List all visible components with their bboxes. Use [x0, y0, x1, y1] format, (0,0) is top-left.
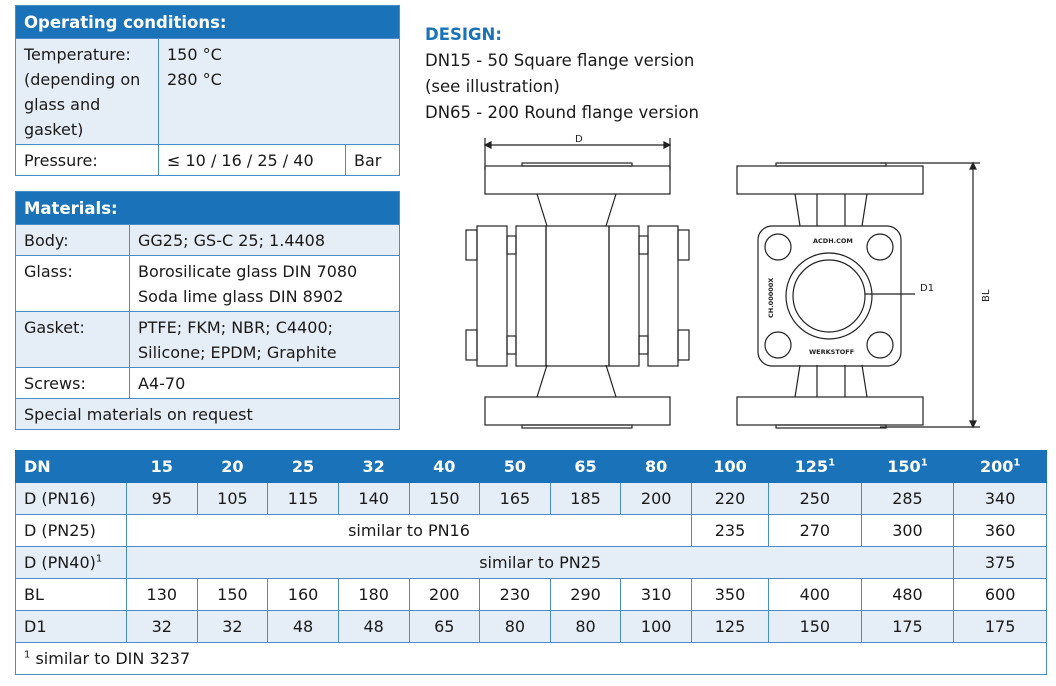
material-value: GG25; GS-C 25; 1.4408 — [129, 224, 400, 256]
table-cell: 180 — [337, 578, 410, 611]
materials-table: Materials: Body:GG25; GS-C 25; 1.4408 Gl… — [15, 191, 400, 430]
dn-column-header: 32 — [337, 450, 410, 483]
marking-url: ACDH.COM — [813, 237, 853, 245]
design-line: (see illustration) — [425, 77, 560, 96]
material-value: Soda lime glass DIN 8902 — [138, 287, 344, 306]
special-materials-note: Special materials on request — [15, 398, 400, 430]
table-cell: 32 — [196, 610, 269, 643]
table-cell: 480 — [860, 578, 955, 611]
dn-column-header: 50 — [479, 450, 551, 483]
table-cell: 290 — [549, 578, 622, 611]
dn-column-header: 100 — [690, 450, 770, 483]
table-cell: 140 — [337, 482, 410, 515]
table-cell: 160 — [267, 578, 339, 611]
material-value: PTFE; FKM; NBR; C4400; — [138, 318, 334, 337]
table-cell: 600 — [953, 578, 1047, 611]
dn-column-header: 25 — [267, 450, 339, 483]
row-label: D (PN40)1 — [15, 546, 127, 579]
table-cell: 270 — [768, 514, 862, 547]
dn-column-header: 2001 — [953, 450, 1047, 483]
table-cell: 200 — [620, 482, 692, 515]
dn-column-header: 15 — [126, 450, 198, 483]
table-cell: 80 — [479, 610, 551, 643]
table-cell: 100 — [620, 610, 692, 643]
table-cell: 220 — [690, 482, 770, 515]
span-cell: similar to PN16 — [126, 514, 692, 547]
dim-d1-label: D1 — [920, 283, 934, 294]
design-line: DN65 - 200 Round flange version — [425, 103, 699, 122]
row-label: BL — [15, 578, 127, 611]
temperature-label: Temperature: (depending on glass and gas… — [15, 38, 159, 145]
dn-column-header: 40 — [408, 450, 481, 483]
dn-column-header: 65 — [549, 450, 622, 483]
table-cell: 185 — [549, 482, 622, 515]
table-cell: 200 — [408, 578, 481, 611]
temperature-value: 280 °C — [167, 70, 222, 89]
table-cell: 375 — [953, 546, 1047, 579]
table-cell: 80 — [549, 610, 622, 643]
table-cell: 300 — [860, 514, 955, 547]
span-cell: similar to PN25 — [125, 546, 955, 579]
table-cell: 250 — [768, 482, 862, 515]
table-cell: 230 — [479, 578, 551, 611]
pressure-unit: Bar — [345, 144, 400, 176]
table-cell: 125 — [690, 610, 770, 643]
design-line: DN15 - 50 Square flange version — [425, 51, 695, 70]
table-cell: 400 — [768, 578, 862, 611]
table-cell: 165 — [479, 482, 551, 515]
table-cell: 175 — [860, 610, 955, 643]
dn-column-header: 1501 — [860, 450, 955, 483]
table-cell: 48 — [267, 610, 339, 643]
table-cell: 175 — [953, 610, 1047, 643]
footnote: 1 similar to DIN 3237 — [15, 642, 1047, 675]
design-section: DESIGN: DN15 - 50 Square flange version … — [425, 22, 699, 126]
dn-column-header: 20 — [196, 450, 269, 483]
material-label: Glass: — [15, 255, 130, 312]
table-cell: 48 — [337, 610, 410, 643]
table-cell: 32 — [126, 610, 198, 643]
dn-column-header: 80 — [620, 450, 692, 483]
table-cell: 340 — [953, 482, 1047, 515]
table-cell: 115 — [267, 482, 339, 515]
materials-title: Materials: — [15, 191, 400, 225]
design-title: DESIGN: — [425, 25, 502, 44]
table-cell: 150 — [196, 578, 269, 611]
material-label: Body: — [15, 224, 130, 256]
pressure-value: ≤ 10 / 16 / 25 / 40 — [158, 144, 346, 176]
marking-serial: CH.00000X — [767, 278, 775, 318]
material-label: Screws: — [15, 367, 130, 399]
table-cell: 65 — [408, 610, 481, 643]
row-label: D (PN16) — [15, 482, 127, 515]
material-label: Gasket: — [15, 311, 130, 368]
pressure-label: Pressure: — [15, 144, 159, 176]
material-value: A4-70 — [129, 367, 400, 399]
table-cell: 105 — [196, 482, 269, 515]
front-view: D1 ACDH.COM WERKSTOFF CH.00000X BL — [736, 161, 992, 429]
table-cell: 350 — [690, 578, 770, 611]
table-cell: 130 — [126, 578, 198, 611]
table-cell: 150 — [408, 482, 481, 515]
side-view: D — [465, 134, 690, 429]
table-cell: 285 — [860, 482, 955, 515]
dim-d-label: D — [575, 134, 583, 145]
table-cell: 150 — [768, 610, 862, 643]
material-value: Borosilicate glass DIN 7080 — [138, 262, 358, 281]
table-cell: 95 — [126, 482, 198, 515]
temperature-value: 150 °C — [167, 45, 222, 64]
sight-glass-drawing: D D1 ACDH.COM WERKSTOFF CH.00000X BL — [465, 134, 992, 429]
dn-column-header: 1251 — [768, 450, 862, 483]
dn-header: DN — [15, 450, 127, 483]
material-value: Silicone; EPDM; Graphite — [138, 343, 337, 362]
operating-conditions-title: Operating conditions: — [15, 5, 400, 39]
row-label: D1 — [15, 610, 127, 643]
marking-material: WERKSTOFF — [809, 348, 854, 356]
dim-bl-label: BL — [981, 289, 992, 302]
table-cell: 310 — [620, 578, 692, 611]
row-label: D (PN25) — [15, 514, 127, 547]
table-cell: 360 — [953, 514, 1047, 547]
table-cell: 235 — [690, 514, 770, 547]
operating-conditions-table: Operating conditions: Temperature: (depe… — [15, 5, 400, 176]
